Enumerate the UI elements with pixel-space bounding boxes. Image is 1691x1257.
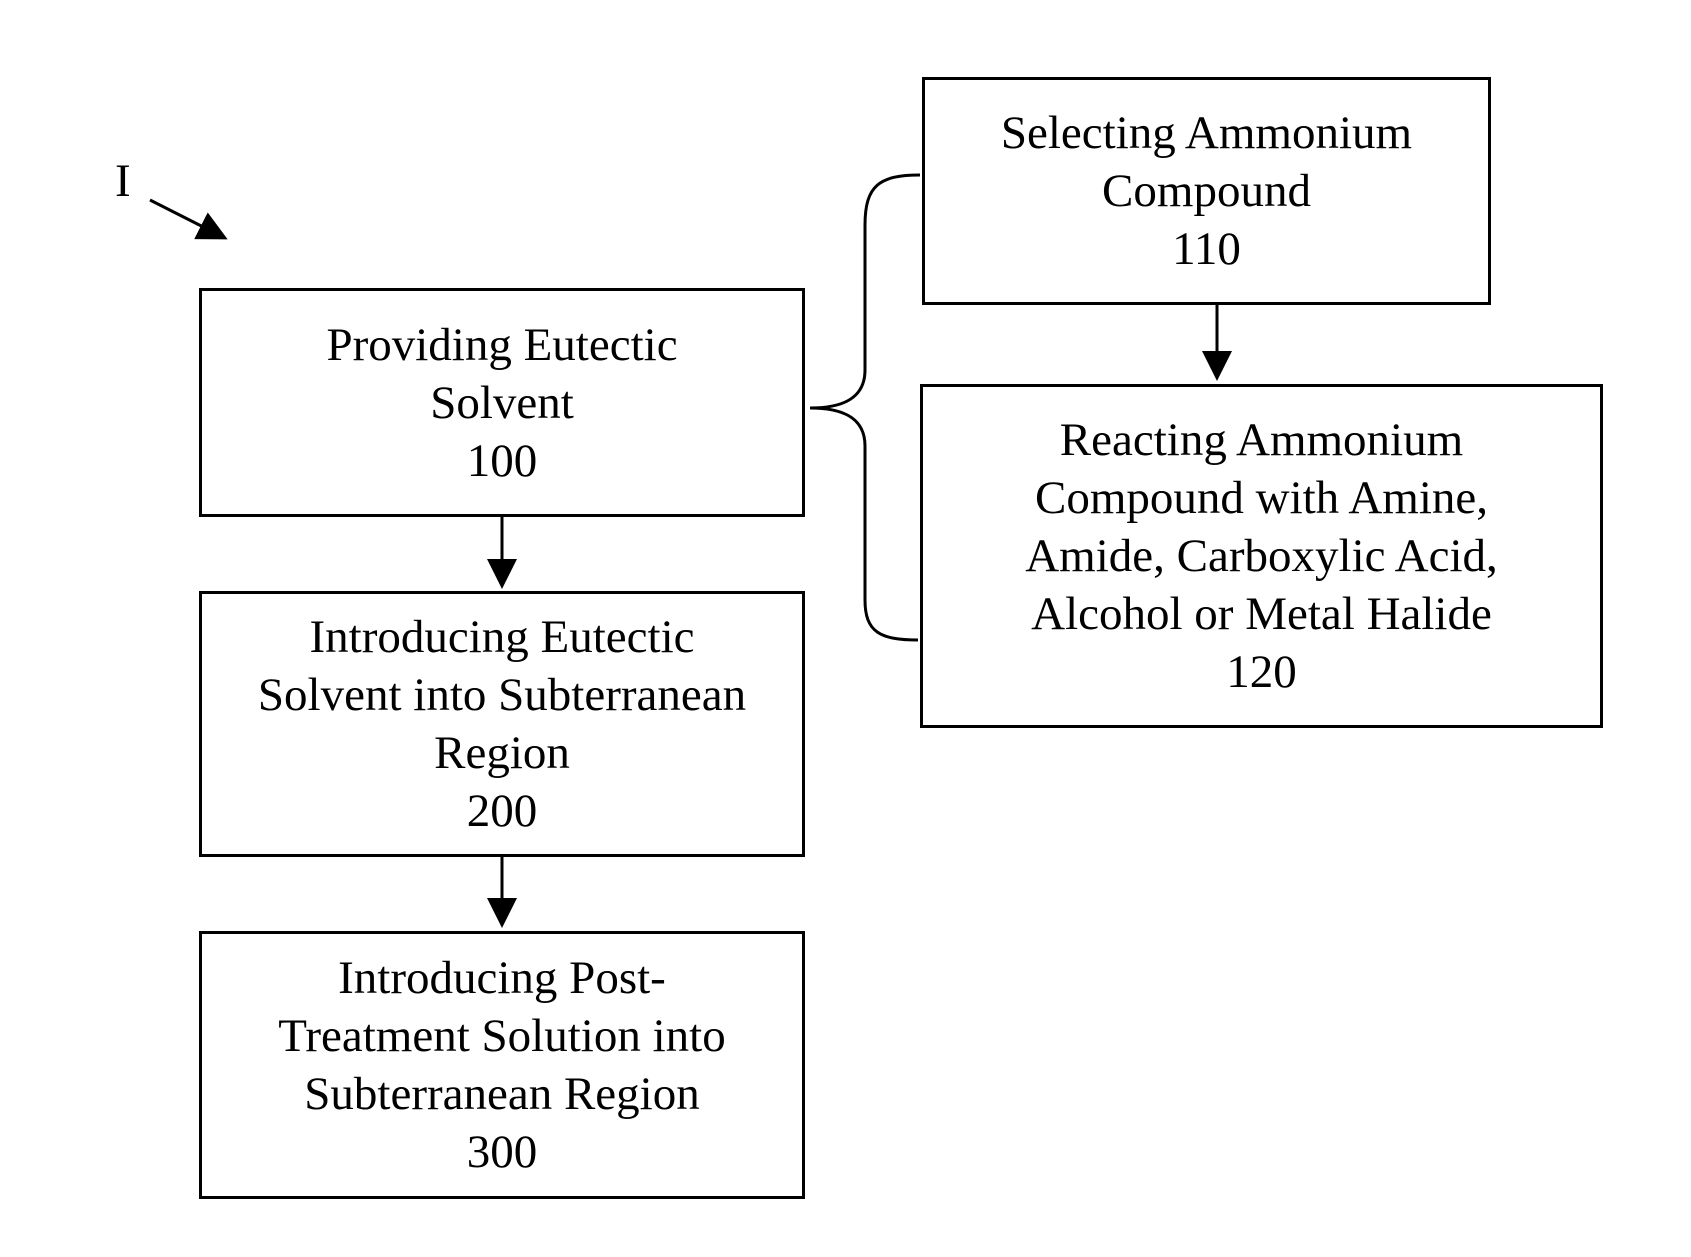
step-200-box: Introducing Eutectic Solvent into Subter… — [199, 591, 805, 857]
step-200-line-2: Solvent into Subterranean — [258, 666, 746, 724]
step-120-line-2: Compound with Amine, — [1035, 469, 1488, 527]
step-120-line-3: Amide, Carboxylic Acid, — [1025, 527, 1498, 585]
brace-100-to-110-120 — [810, 175, 920, 640]
step-120-number: 120 — [1226, 643, 1297, 701]
figure-label: I — [115, 156, 131, 206]
step-110-line-1: Selecting Ammonium — [1001, 104, 1412, 162]
step-100-line-2: Solvent — [430, 374, 574, 432]
step-200-number: 200 — [467, 782, 538, 840]
step-110-box: Selecting Ammonium Compound 110 — [922, 77, 1491, 305]
step-200-line-3: Region — [434, 724, 570, 782]
step-120-box: Reacting Ammonium Compound with Amine, A… — [920, 384, 1603, 728]
step-300-box: Introducing Post- Treatment Solution int… — [199, 931, 805, 1199]
step-120-line-4: Alcohol or Metal Halide — [1031, 585, 1492, 643]
step-300-line-3: Subterranean Region — [304, 1065, 699, 1123]
step-300-number: 300 — [467, 1123, 538, 1181]
step-200-line-1: Introducing Eutectic — [310, 608, 695, 666]
step-100-line-1: Providing Eutectic — [326, 316, 677, 374]
step-110-number: 110 — [1172, 220, 1241, 278]
step-300-line-1: Introducing Post- — [338, 949, 666, 1007]
step-100-number: 100 — [467, 432, 538, 490]
step-110-line-2: Compound — [1102, 162, 1311, 220]
step-120-line-1: Reacting Ammonium — [1060, 411, 1463, 469]
step-300-line-2: Treatment Solution into — [278, 1007, 725, 1065]
step-100-box: Providing Eutectic Solvent 100 — [199, 288, 805, 517]
figure-pointer-arrow — [150, 200, 225, 238]
